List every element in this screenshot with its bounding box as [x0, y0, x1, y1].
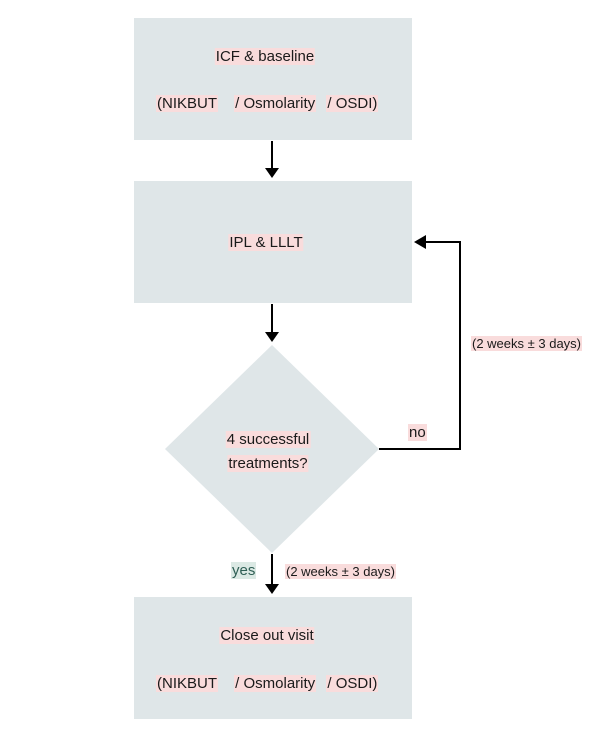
baseline-measure-osdi: / OSDI): [326, 95, 379, 112]
decision-line-1: 4 successful: [225, 431, 311, 448]
decision-diamond: [165, 345, 379, 553]
yes-label: yes: [231, 562, 257, 579]
loop-interval-label: (2 weeks ± 3 days): [471, 336, 583, 351]
closeout-title: Close out visit: [219, 627, 315, 644]
baseline-title: ICF & baseline: [214, 48, 316, 65]
no-label: no: [408, 424, 427, 441]
arrowhead-treatment-to-decision: [265, 332, 279, 342]
closeout-measure-nikbut: (NIKBUT: [156, 675, 218, 692]
decision-line-2: treatments?: [227, 455, 309, 472]
closeout-measure-osdi: / OSDI): [326, 675, 379, 692]
baseline-measure-nikbut: (NIKBUT: [156, 95, 218, 112]
baseline-box: [134, 18, 412, 140]
closeout-measure-osmolarity: / Osmolarity: [234, 675, 317, 692]
arrowhead-no-loop: [414, 235, 426, 249]
baseline-measures: (NIKBUT / Osmolarity / OSDI): [156, 94, 379, 114]
yes-interval-label: (2 weeks ± 3 days): [285, 564, 397, 579]
treatment-title: IPL & LLLT: [228, 234, 304, 251]
closeout-box: [134, 597, 412, 719]
arrow-no-loop: [379, 241, 461, 450]
baseline-measure-osmolarity: / Osmolarity: [234, 95, 317, 112]
arrowhead-decision-to-closeout: [265, 584, 279, 594]
closeout-measures: (NIKBUT / Osmolarity / OSDI): [156, 674, 379, 694]
arrowhead-baseline-to-treatment: [265, 168, 279, 178]
